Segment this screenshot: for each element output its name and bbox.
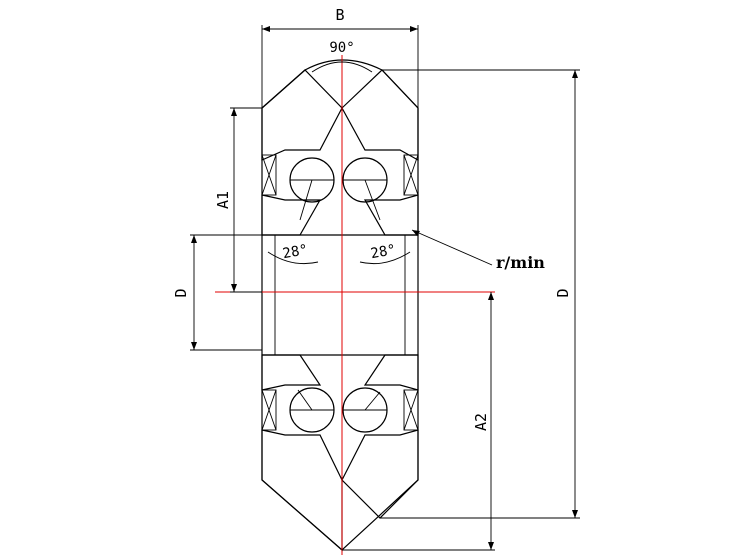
cone-arc (304, 59, 383, 71)
bore-diameter-label: D (172, 288, 190, 297)
speed-leader-line (411, 229, 493, 266)
labels: B 90° D D A1 A2 28° 28° r/min (172, 6, 572, 431)
upper-left-ring (261, 69, 343, 161)
a1-label: A1 (214, 191, 232, 209)
contact-angle-arc-right (359, 251, 411, 265)
seals (261, 154, 419, 431)
upper-right-ring (341, 69, 419, 162)
seal-lower-left (261, 389, 277, 431)
contact-angle-left-label: 28° (281, 242, 309, 262)
cone-angle-arc (311, 61, 373, 73)
outer-diameter-label: D (554, 288, 572, 297)
seal-upper-left (261, 154, 277, 196)
contact-line-right (364, 179, 381, 221)
contact-line (297, 389, 313, 411)
balls (289, 157, 388, 433)
contact-angle-right-label: 28° (369, 242, 397, 262)
seal-lower-right (403, 389, 419, 431)
upper-inner-left (261, 194, 322, 236)
lower-section (261, 354, 419, 552)
centerlines (215, 55, 495, 555)
upper-section (261, 69, 419, 236)
lower-inner-left (261, 354, 322, 391)
dimensions (190, 25, 580, 551)
a2-label: A2 (472, 413, 490, 431)
lower-inner-right (363, 354, 419, 391)
cone-angle-label: 90° (329, 40, 354, 56)
seal-upper-right (403, 154, 419, 196)
speed-label: r/min (496, 253, 545, 272)
lower-right-ring (341, 429, 419, 519)
outer-profile (261, 69, 419, 551)
contact-line-left (299, 179, 313, 221)
width-label: B (335, 6, 344, 24)
contact-angle-arc-left (267, 251, 319, 265)
contact-line (364, 391, 381, 411)
